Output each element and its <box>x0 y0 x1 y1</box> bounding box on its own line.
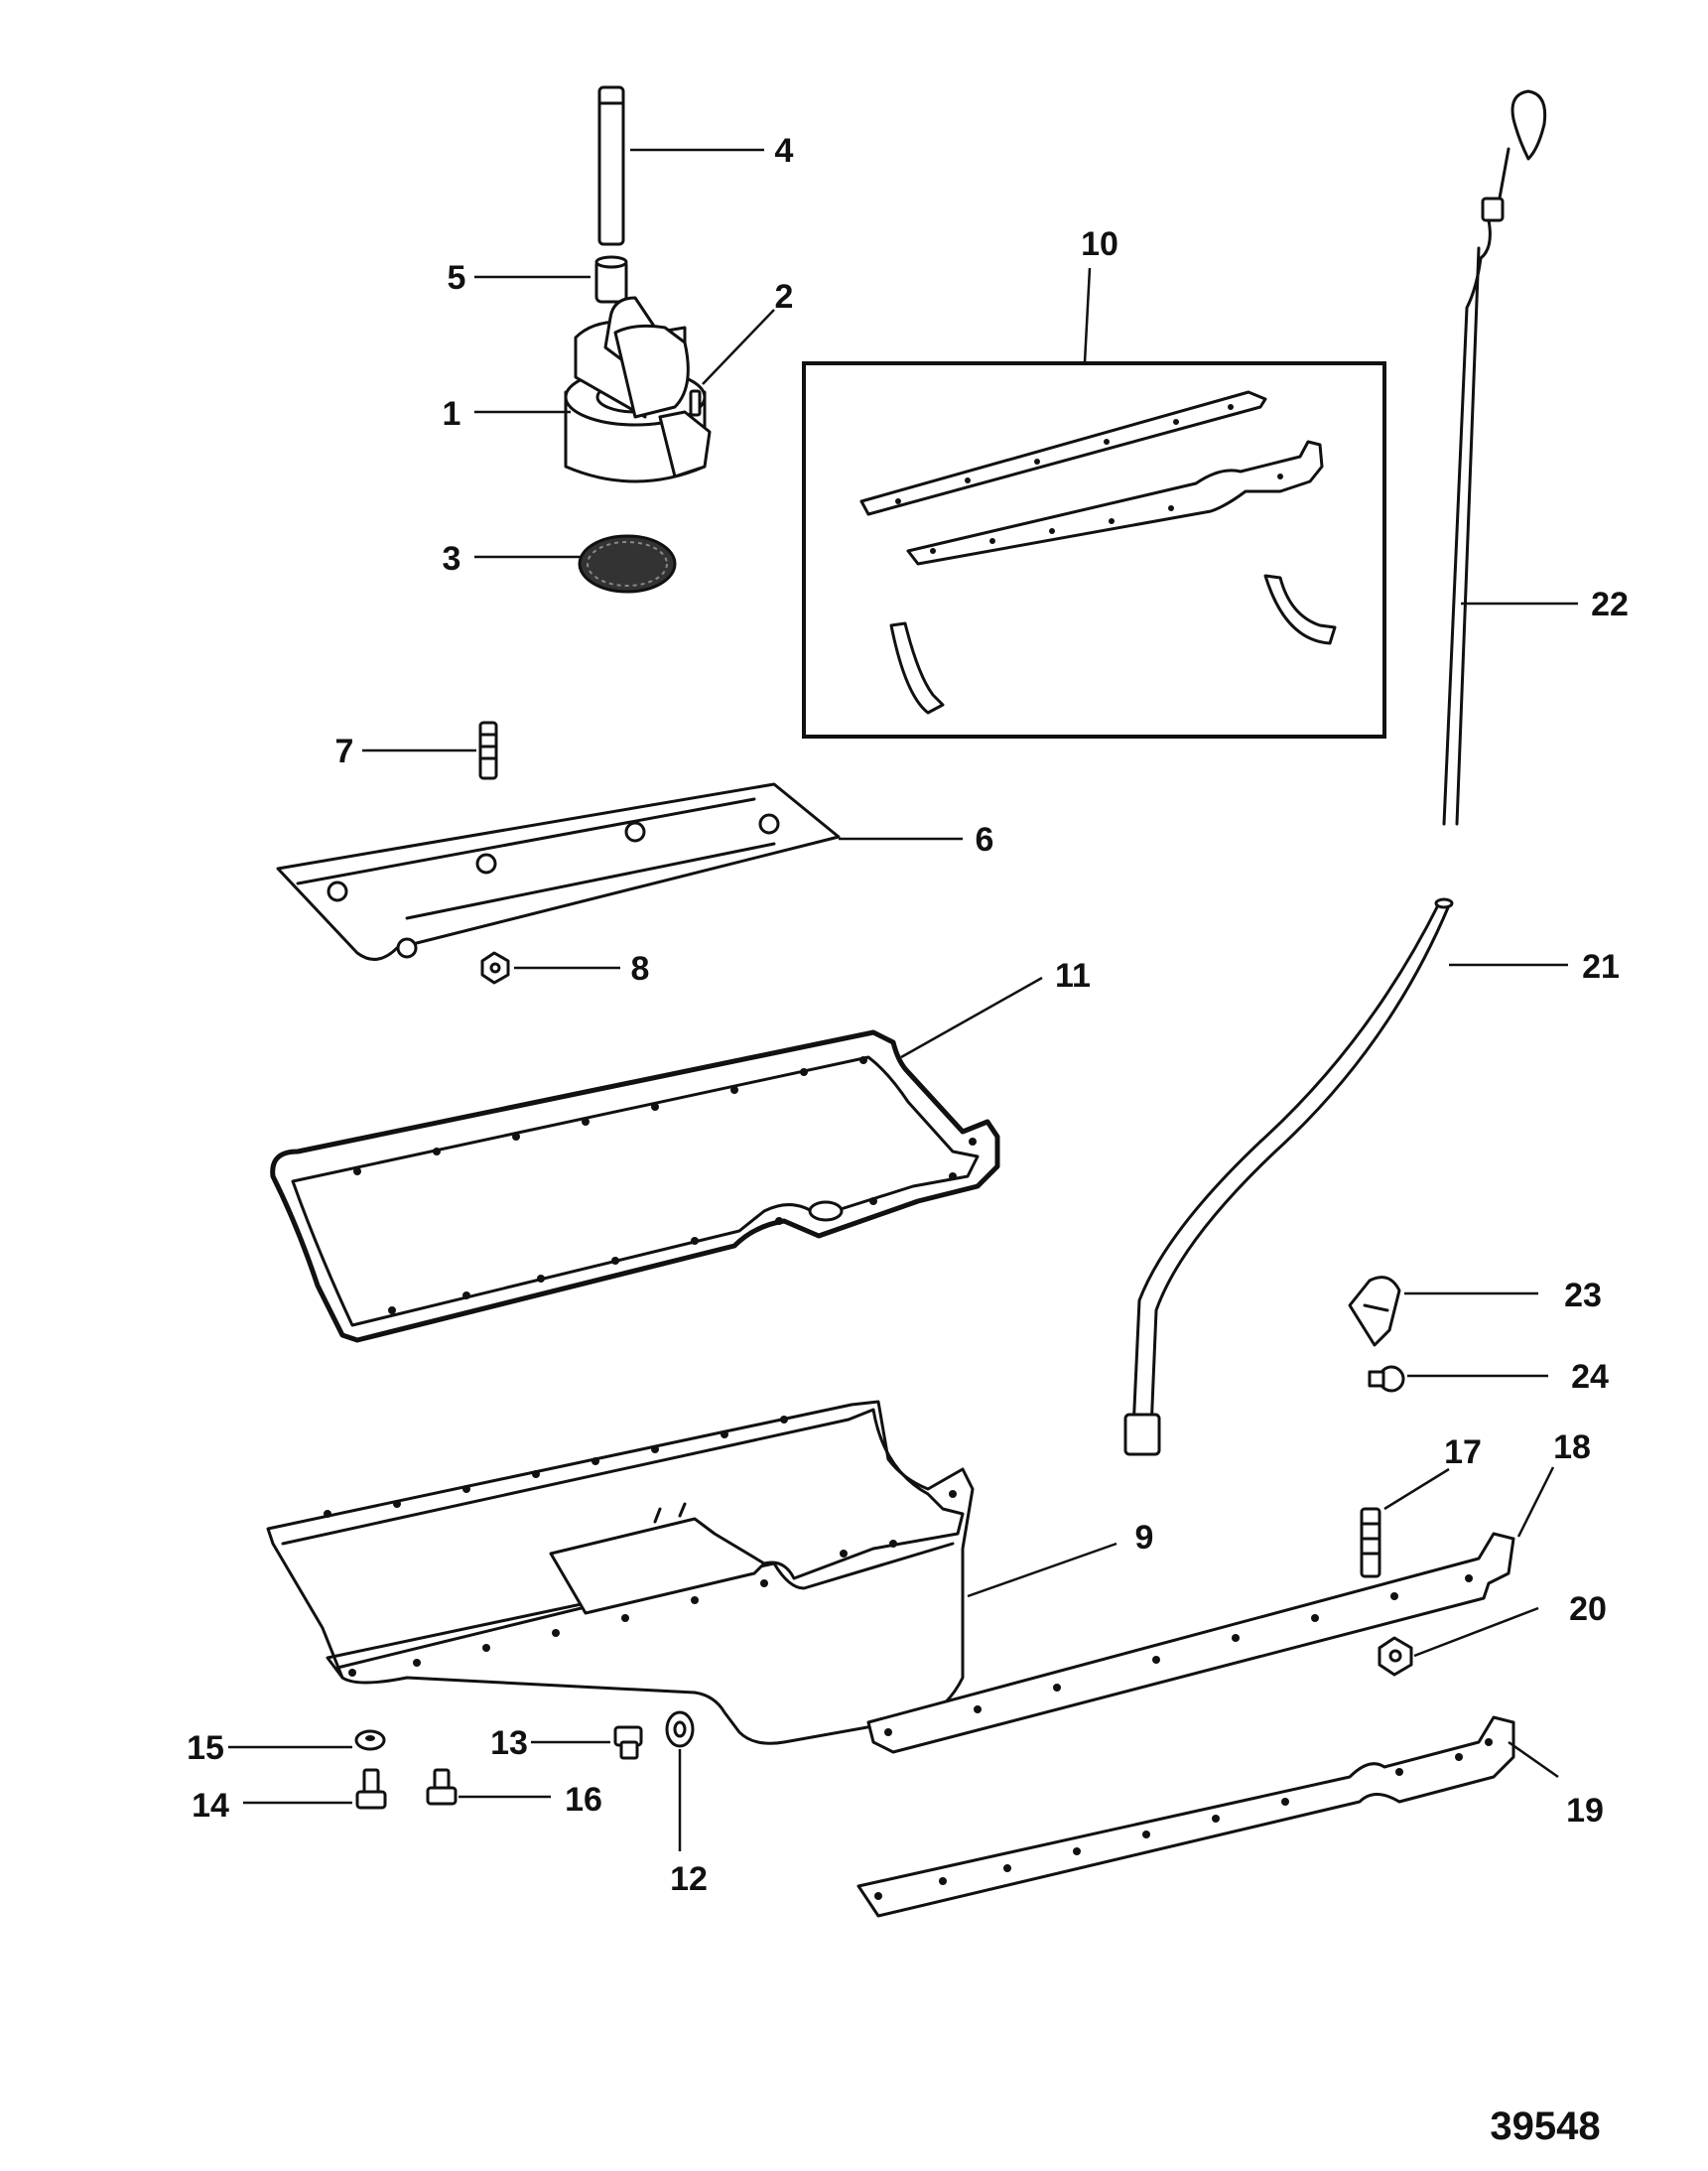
part-14-bolt <box>355 1768 387 1810</box>
part-12-drain-gasket <box>665 1710 695 1748</box>
callout-20: 20 <box>1569 1590 1607 1628</box>
callout-3: 3 <box>443 540 461 578</box>
part-1-oil-pump <box>564 296 712 483</box>
callout-5: 5 <box>448 259 466 297</box>
part-6-windage-tray <box>276 782 841 961</box>
callout-17: 17 <box>1444 1433 1482 1471</box>
part-19-side-gasket <box>856 1715 1515 1918</box>
figure-number: 39548 <box>1490 2104 1600 2148</box>
callout-14: 14 <box>192 1787 229 1825</box>
callout-8: 8 <box>631 950 650 988</box>
part-8-nut <box>480 951 510 985</box>
part-2-roll-pin <box>689 389 702 417</box>
part-24-screw <box>1368 1365 1405 1393</box>
leader-lines <box>228 148 1578 1851</box>
part-16-bolt <box>426 1768 458 1806</box>
callout-4: 4 <box>775 132 794 170</box>
part-3-pickup-screen <box>578 534 677 594</box>
part-20-nut <box>1378 1636 1413 1677</box>
part-9-oil-pan <box>266 1400 975 1745</box>
callout-2: 2 <box>775 278 794 316</box>
part-18-side-gasket <box>866 1532 1515 1754</box>
callout-9: 9 <box>1135 1519 1154 1557</box>
callout-21: 21 <box>1582 948 1620 986</box>
part-17-stud <box>1360 1507 1381 1578</box>
part-22-dipstick <box>1442 89 1547 826</box>
callout-13: 13 <box>490 1724 528 1762</box>
part-10-gasket-kit <box>802 361 1386 739</box>
part-4-pump-shaft <box>597 85 625 246</box>
callout-labels: 1 2 3 4 5 6 7 8 9 10 11 12 13 14 15 16 1… <box>187 132 1629 1898</box>
callout-23: 23 <box>1564 1277 1602 1314</box>
callout-22: 22 <box>1591 586 1629 623</box>
callout-15: 15 <box>187 1729 224 1767</box>
part-11-pan-gasket <box>270 1029 1000 1343</box>
part-7-stud <box>478 721 498 780</box>
callout-7: 7 <box>335 733 354 770</box>
callout-6: 6 <box>976 821 994 859</box>
part-15-washer <box>354 1729 386 1751</box>
part-13-drain-plug <box>613 1725 643 1760</box>
part-21-dipstick-tube <box>1123 897 1454 1456</box>
callout-10: 10 <box>1081 225 1118 263</box>
part-5-shaft-coupling <box>594 255 628 304</box>
callout-1: 1 <box>443 395 461 433</box>
callout-24: 24 <box>1571 1358 1609 1396</box>
callout-11: 11 <box>1055 957 1091 995</box>
part-23-tube-clamp <box>1348 1276 1401 1347</box>
callout-19: 19 <box>1566 1792 1604 1830</box>
callout-18: 18 <box>1553 1428 1591 1466</box>
callout-12: 12 <box>670 1860 708 1898</box>
callout-16: 16 <box>565 1781 602 1819</box>
